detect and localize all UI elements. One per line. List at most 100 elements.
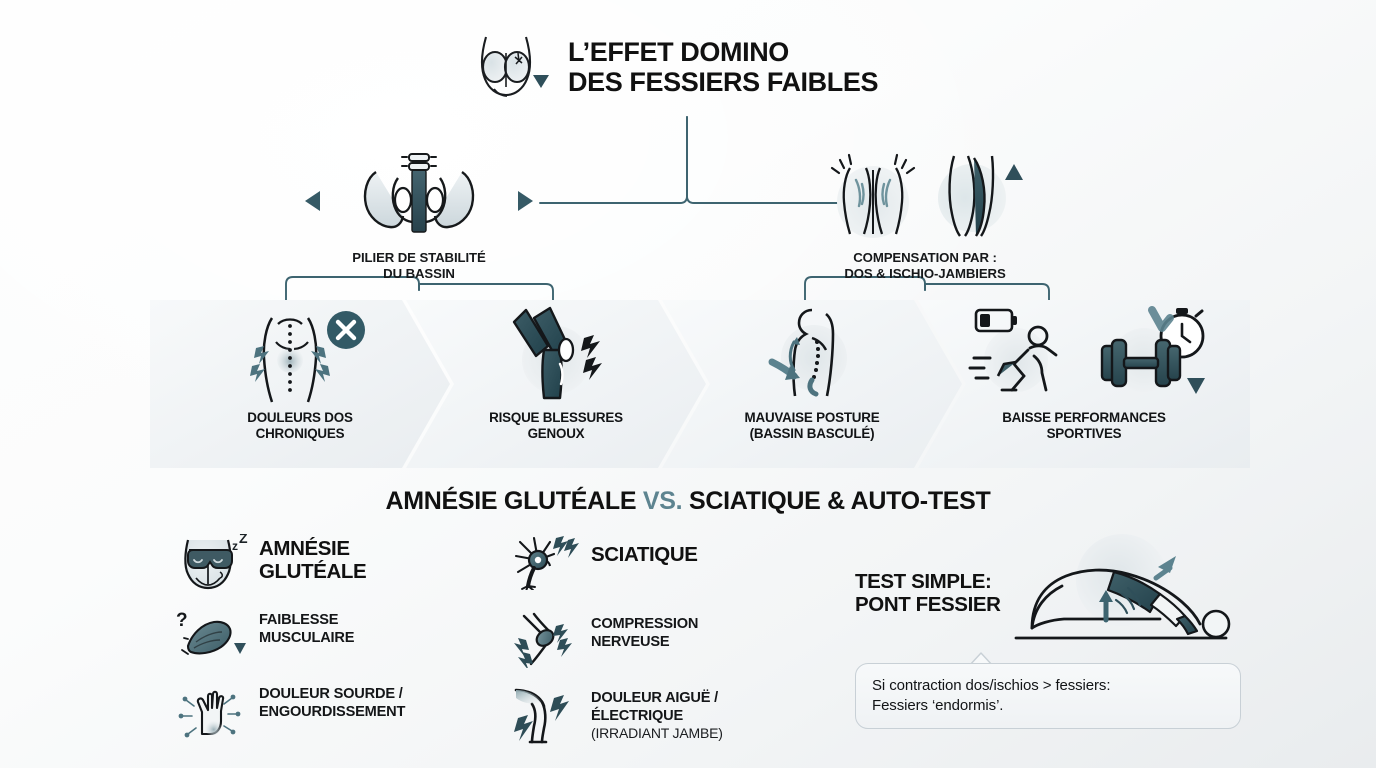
title-line-1: AMNÉSIE	[259, 537, 350, 560]
consequence-chronic-back-pain: DOULEURS DOS CHRONIQUES	[150, 300, 450, 468]
label-line-2: ÉLECTRIQUE	[591, 707, 684, 724]
flow-node-caption: PILIER DE STABILITÉ DU BASSIN	[352, 250, 486, 282]
dumbbell-icon	[1100, 306, 1205, 394]
caption-line-2: DOS & ISCHIO-JAMBIERS	[844, 266, 1006, 282]
sleeping-glutes-icon: z Z	[184, 534, 248, 590]
flow-node-pelvis-stability: PILIER DE STABILITÉ DU BASSIN	[299, 150, 539, 282]
title-line-2: DES FESSIERS FAIBLES	[568, 67, 879, 97]
consequence-icon-group	[950, 304, 1218, 408]
caption-line-1: COMPENSATION PAR :	[853, 250, 997, 265]
consequence-icon-group	[494, 304, 618, 408]
list-item: ? FAIBLESSE MUSCULAIRE	[176, 608, 476, 664]
column-header-row: SCIATIQUE	[508, 534, 818, 590]
title-line-1: SCIATIQUE	[591, 543, 698, 566]
consequence-icon-group	[750, 304, 874, 408]
caption-line-1: RISQUE BLESSURES	[489, 410, 623, 425]
label-main: DOULEUR AIGUË / ÉLECTRIQUE	[591, 690, 723, 725]
column-title: SCIATIQUE	[591, 534, 698, 567]
section-heading: AMNÉSIE GLUTÉALE VS. SCIATIQUE & AUTO-TE…	[0, 487, 1376, 516]
list-item-label: DOULEUR SOURDE / ENGOURDISSEMENT	[259, 682, 405, 721]
consequence-knee-injury-risk: RISQUE BLESSURES GENOUX	[406, 300, 706, 468]
pelvis-icon	[363, 153, 475, 233]
electric-leg-pain-icon	[514, 688, 569, 744]
title-line-2: GLUTÉALE	[259, 559, 367, 583]
label-line-2: MUSCULAIRE	[259, 629, 355, 646]
caption-line-1: MAUVAISE POSTURE	[744, 410, 880, 425]
right-arrow-icon	[490, 191, 533, 211]
column-sciatica: SCIATIQUE	[508, 534, 818, 748]
consequence-caption: DOULEURS DOS CHRONIQUES	[247, 410, 353, 442]
back-strain-icon	[830, 153, 916, 238]
title-line-2: PONT FESSIER	[855, 593, 1001, 617]
callout-box: Si contraction dos/ischios > fessiers: F…	[855, 663, 1241, 729]
label-line-2: NERVEUSE	[591, 633, 670, 650]
callout-line-1: Si contraction dos/ischios > fessiers:	[872, 677, 1111, 695]
list-item-label: FAIBLESSE MUSCULAIRE	[259, 608, 354, 647]
svg-text:?: ?	[176, 610, 188, 631]
flow-node-compensation: COMPENSATION PAR : DOS & ISCHIO-JAMBIERS	[805, 150, 1045, 282]
consequence-caption: RISQUE BLESSURES GENOUX	[489, 410, 623, 442]
caption-line-2: DU BASSIN	[383, 266, 455, 282]
svg-text:Z: Z	[239, 534, 248, 546]
low-battery-icon	[974, 308, 1017, 333]
icon-slot: ?	[176, 608, 250, 664]
heading-part-2: SCIATIQUE & AUTO-TEST	[682, 487, 991, 515]
callout-line-2: Fessiers ‘endormis’.	[872, 697, 1004, 714]
icon-slot	[508, 534, 582, 590]
test-title: TEST SIMPLE: PONT FESSIER	[855, 570, 1001, 617]
list-item: DOULEUR SOURDE / ENGOURDISSEMENT	[176, 682, 476, 738]
list-item: COMPRESSION NERVEUSE	[508, 612, 818, 668]
caption-line-1: DOULEURS DOS	[247, 410, 353, 425]
consequence-caption: BAISSE PERFORMANCES SPORTIVES	[1002, 410, 1166, 442]
caption-line-2: SPORTIVES	[1046, 426, 1122, 442]
callout-text: Si contraction dos/ischios > fessiers: F…	[872, 676, 1110, 716]
caption-line-1: BAISSE PERFORMANCES	[1002, 410, 1166, 425]
consequence-icon-group	[232, 304, 368, 408]
nerve-compression-icon	[514, 612, 572, 668]
neuron-icon	[514, 536, 579, 590]
label-line-1: DOULEUR AIGUË /	[591, 690, 718, 706]
icon-slot: z Z	[176, 534, 250, 590]
consequence-bad-posture: MAUVAISE POSTURE (BASSIN BASCULÉ)	[662, 300, 962, 468]
runner-icon	[968, 308, 1058, 392]
svg-text:z: z	[232, 539, 238, 553]
list-item: DOULEUR AIGUË / ÉLECTRIQUE (IRRADIANT JA…	[508, 686, 818, 744]
label-line-1: COMPRESSION	[591, 616, 699, 632]
glute-bridge-icon	[1014, 534, 1231, 640]
caption-line-1: PILIER DE STABILITÉ	[352, 250, 486, 265]
page-title: L’EFFET DOMINO DES FESSIERS FAIBLES	[568, 37, 878, 97]
icon-slot	[176, 682, 250, 738]
icon-slot	[508, 612, 582, 668]
caption-line-2: (BASSIN BASCULÉ)	[749, 426, 875, 442]
title-line-1: L’EFFET DOMINO	[568, 36, 789, 67]
list-item-label: COMPRESSION NERVEUSE	[591, 612, 698, 651]
heading-part-1: AMNÉSIE GLUTÉALE	[385, 487, 643, 515]
back-pain-icon	[250, 317, 330, 403]
hamstring-muscle-icon	[938, 155, 1023, 240]
label-sub: (IRRADIANT JAMBE)	[591, 725, 723, 741]
node-icon-group	[302, 150, 536, 242]
title-block: L’EFFET DOMINO DES FESSIERS FAIBLES	[470, 24, 940, 110]
caption-line-2: GENOUX	[527, 426, 585, 442]
label-line-1: DOULEUR SOURDE /	[259, 686, 403, 702]
cross-circle-icon	[327, 311, 365, 349]
chevron-shape	[150, 300, 450, 468]
label-line-2: ENGOURDISSEMENT	[259, 703, 406, 720]
node-icon-group	[818, 150, 1032, 242]
consequences-band: DOULEURS DOS CHRONIQUES	[150, 300, 1250, 468]
weak-muscle-question-icon: ?	[176, 610, 246, 655]
icon-slot	[508, 686, 582, 744]
flow-node-caption: COMPENSATION PAR : DOS & ISCHIO-JAMBIERS	[844, 250, 1005, 282]
label-line-1: FAIBLESSE	[259, 612, 339, 628]
consequence-caption: MAUVAISE POSTURE (BASSIN BASCULÉ)	[745, 410, 880, 442]
heading-vs: VS.	[642, 487, 683, 515]
column-header-row: z Z AMNÉSIE GLUTÉALE	[176, 534, 476, 590]
column-amnesia: z Z AMNÉSIE GLUTÉALE ?	[176, 534, 476, 744]
left-arrow-icon	[305, 191, 348, 211]
glutes-down-arrow-icon	[481, 36, 549, 97]
numb-hand-icon	[178, 690, 241, 738]
caption-line-2: CHRONIQUES	[255, 426, 345, 442]
consequence-lower-performance: BAISSE PERFORMANCES SPORTIVES	[918, 300, 1250, 468]
column-title: AMNÉSIE GLUTÉALE	[259, 534, 367, 583]
